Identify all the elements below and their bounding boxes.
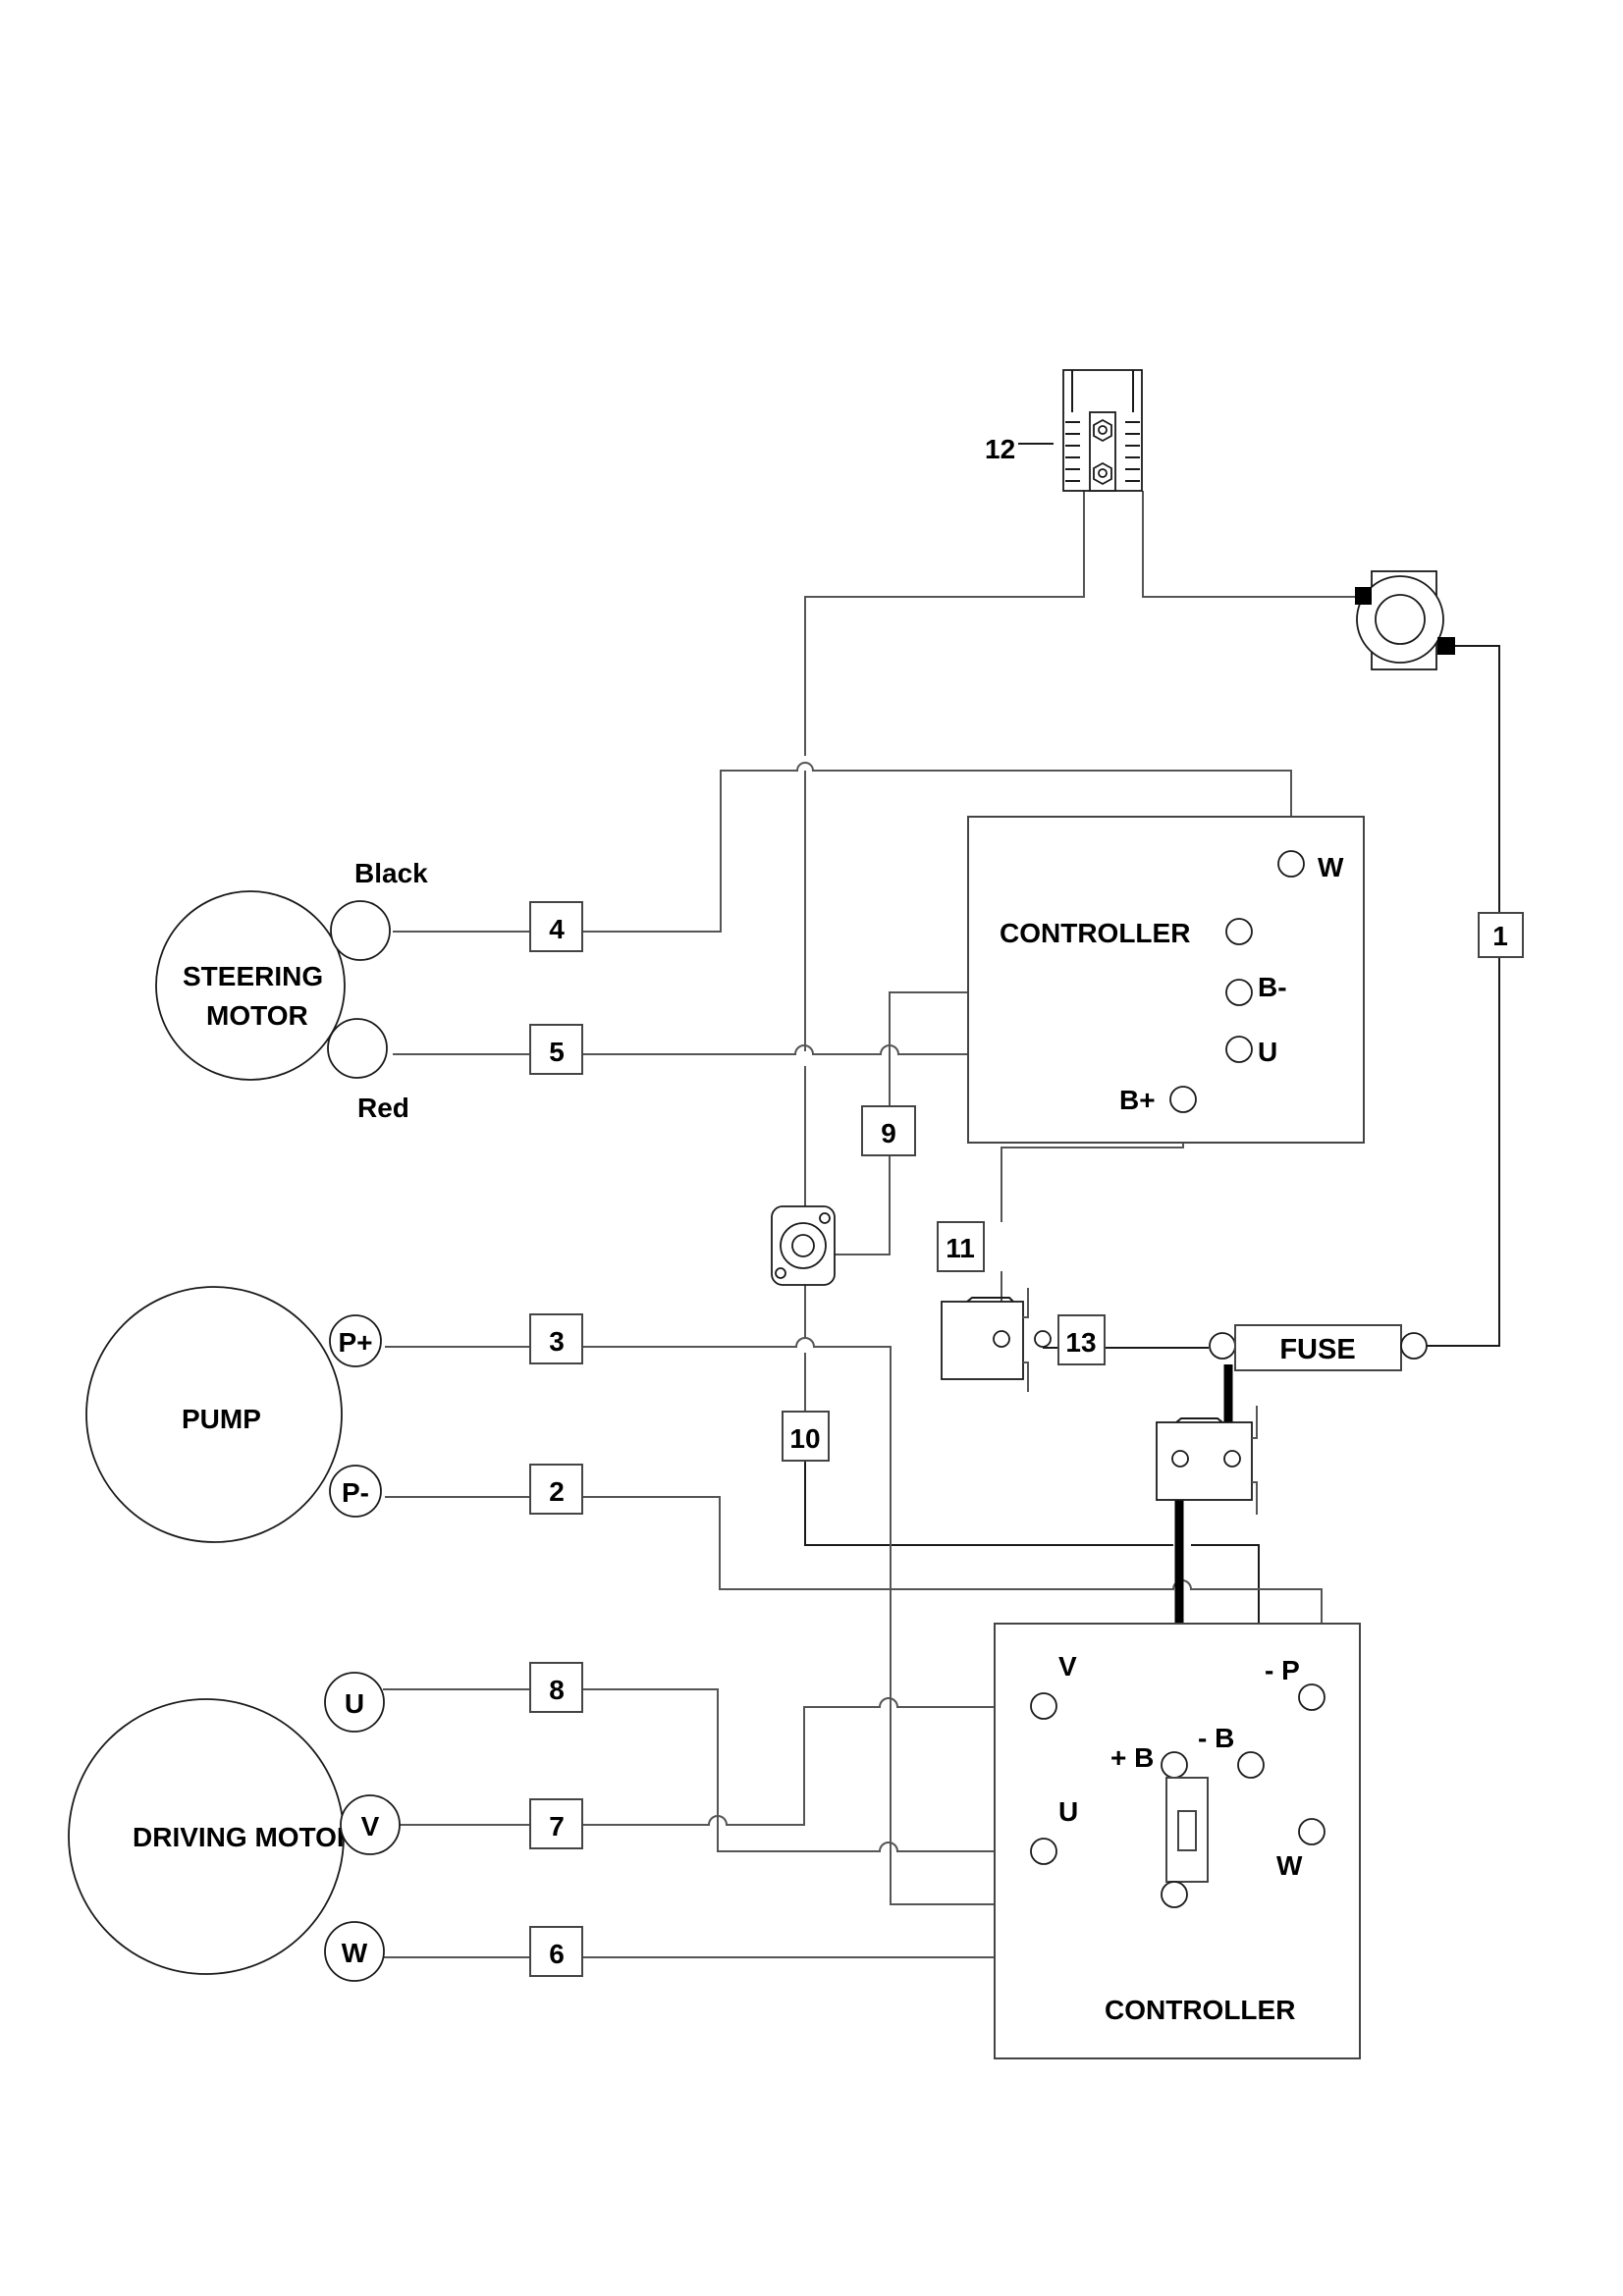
lower-controller-terminal-fuse-bottom [1161, 1881, 1188, 1908]
wire-label-box-1 [1478, 912, 1524, 958]
terminal-black-label: Black [354, 858, 428, 888]
pump-terminal-neg-label: P- [342, 1477, 369, 1508]
lower-controller-terminal-v [1030, 1692, 1057, 1720]
wire-4 [393, 762, 1292, 933]
driving-motor-terminal-v-label: V [361, 1811, 380, 1842]
pump-body [85, 1286, 343, 1543]
lower-controller-terminal-u-label: U [1058, 1796, 1078, 1827]
upper-controller-terminal-b-minus-label: B- [1258, 972, 1287, 1002]
wire-battery-negative [804, 491, 1085, 1412]
wire-label-box-4 [529, 901, 583, 952]
wire-label-6: 6 [549, 1939, 565, 1969]
wire-label-box-9 [861, 1105, 916, 1156]
wire-label-box-2 [529, 1464, 583, 1515]
relay-2-icon [1156, 1406, 1258, 1515]
wire-label-box-8 [529, 1662, 583, 1713]
wire-label-box-6 [529, 1926, 583, 1977]
pump-terminal-pos-label: P+ [338, 1327, 372, 1358]
upper-controller-terminal-u-label: U [1258, 1037, 1277, 1067]
lower-controller-terminal-minus-b-label: - B [1198, 1723, 1234, 1753]
pump-terminal-neg [329, 1465, 382, 1518]
wire-label-box-5 [529, 1024, 583, 1075]
lower-controller-terminal-plus-b [1161, 1751, 1188, 1779]
wire-label-5: 5 [549, 1037, 565, 1067]
driving-motor-terminal-w [324, 1921, 385, 1982]
wire-3 [385, 1337, 1164, 1905]
upper-controller-terminal-b-minus [1225, 979, 1253, 1006]
lower-controller-terminal-plus-b-label: + B [1110, 1742, 1154, 1773]
driving-motor-terminal-w-label: W [342, 1938, 368, 1968]
controller-fuse-element [1177, 1810, 1197, 1851]
upper-controller-terminal-b-plus [1169, 1086, 1197, 1113]
wire-label-10: 10 [789, 1423, 820, 1454]
terminal-red-label: Red [357, 1093, 409, 1123]
upper-controller-label: CONTROLLER [1000, 918, 1190, 948]
lower-controller-terminal-v-label: V [1058, 1651, 1077, 1682]
driving-motor-terminal-u-label: U [345, 1688, 364, 1719]
lower-controller-terminal-w-label: W [1276, 1850, 1303, 1881]
switch-unit-icon[interactable] [771, 1205, 836, 1286]
wire-label-box-3 [529, 1313, 583, 1364]
steering-motor-label-2: MOTOR [206, 1000, 308, 1031]
wire-label-box-11 [937, 1221, 985, 1272]
pump-label: PUMP [182, 1404, 261, 1434]
pump-terminal-pos [329, 1314, 382, 1367]
wire-label-13: 13 [1065, 1327, 1096, 1358]
key-switch-icon[interactable] [1355, 570, 1455, 670]
driving-motor-terminal-u [324, 1672, 385, 1733]
steering-motor-label-1: STEERING [183, 961, 323, 991]
upper-controller-terminal-w [1277, 850, 1305, 878]
wire-label-box-13 [1057, 1314, 1106, 1365]
wire-label-1: 1 [1492, 921, 1508, 951]
upper-controller-terminal-w-label: W [1318, 852, 1344, 882]
lower-controller-terminal-minus-p [1298, 1683, 1325, 1711]
wire-battery-positive [1142, 491, 1360, 598]
steering-motor [155, 890, 391, 1081]
lower-controller-terminal-u [1030, 1838, 1057, 1865]
upper-controller-terminal-unused [1225, 918, 1253, 945]
wire-label-11: 11 [946, 1233, 975, 1263]
driving-motor-label: DRIVING MOTOR [133, 1822, 356, 1852]
relay-1-icon [941, 1288, 1052, 1392]
wire-label-8: 8 [549, 1675, 565, 1705]
wire-label-4: 4 [549, 914, 565, 944]
wire-5 [393, 1044, 1267, 1055]
lower-controller-terminal-minus-b [1237, 1751, 1265, 1779]
upper-controller-terminal-u [1225, 1036, 1253, 1063]
fuse-label: FUSE [1279, 1334, 1355, 1365]
lower-controller-label: CONTROLLER [1105, 1995, 1295, 2025]
wire-1 [1420, 645, 1500, 1347]
upper-controller-terminal-b-plus-label: B+ [1119, 1085, 1156, 1115]
battery-connector-icon [1062, 369, 1143, 492]
battery-connector-callout: 12 [985, 434, 1015, 464]
wire-7 [396, 1697, 1034, 1826]
fuse-body [1234, 1324, 1402, 1371]
wire-label-box-10 [782, 1411, 830, 1462]
lower-controller-terminal-w [1298, 1818, 1325, 1845]
wire-label-3: 3 [549, 1326, 565, 1357]
lower-controller-terminal-minus-p-label: - P [1265, 1655, 1300, 1685]
wire-label-7: 7 [549, 1811, 565, 1842]
fuse-terminal-left [1209, 1332, 1236, 1360]
driving-motor-terminal-v [340, 1794, 401, 1855]
wire-8 [383, 1688, 1034, 1852]
wire-label-2: 2 [549, 1476, 565, 1507]
wire-label-box-7 [529, 1798, 583, 1849]
fuse-terminal-right [1400, 1332, 1428, 1360]
wire-label-9: 9 [881, 1118, 896, 1148]
